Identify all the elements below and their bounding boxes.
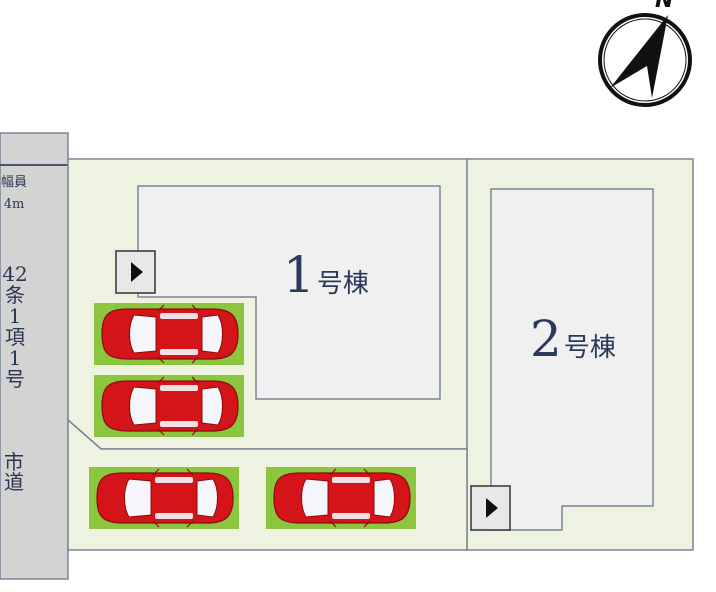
road-type-label: 市道 (4, 450, 24, 494)
building-1-label: 1号棟 (283, 246, 369, 304)
building-2-number: 2 (530, 310, 562, 368)
road-strip (0, 132, 69, 580)
car-icon (93, 302, 245, 366)
building-2-label: 2号棟 (530, 310, 616, 368)
road-article-label: 42 条 1 項 1 号 (2, 262, 28, 391)
car-icon (88, 466, 240, 530)
building-1 (137, 185, 441, 400)
building-1-suffix: 号棟 (316, 269, 369, 299)
car-icon (93, 374, 245, 438)
north-arrow-icon (598, 13, 692, 107)
entrance-arrow-icon (115, 250, 156, 294)
north-label: N (655, 0, 674, 13)
building-1-number: 1 (283, 246, 315, 304)
entrance-arrow-icon (470, 485, 511, 531)
road-width-label: 幅員 (0, 175, 27, 190)
road-width-value: 4m (3, 197, 25, 212)
car-icon (265, 466, 417, 530)
building-2-suffix: 号棟 (563, 333, 616, 363)
